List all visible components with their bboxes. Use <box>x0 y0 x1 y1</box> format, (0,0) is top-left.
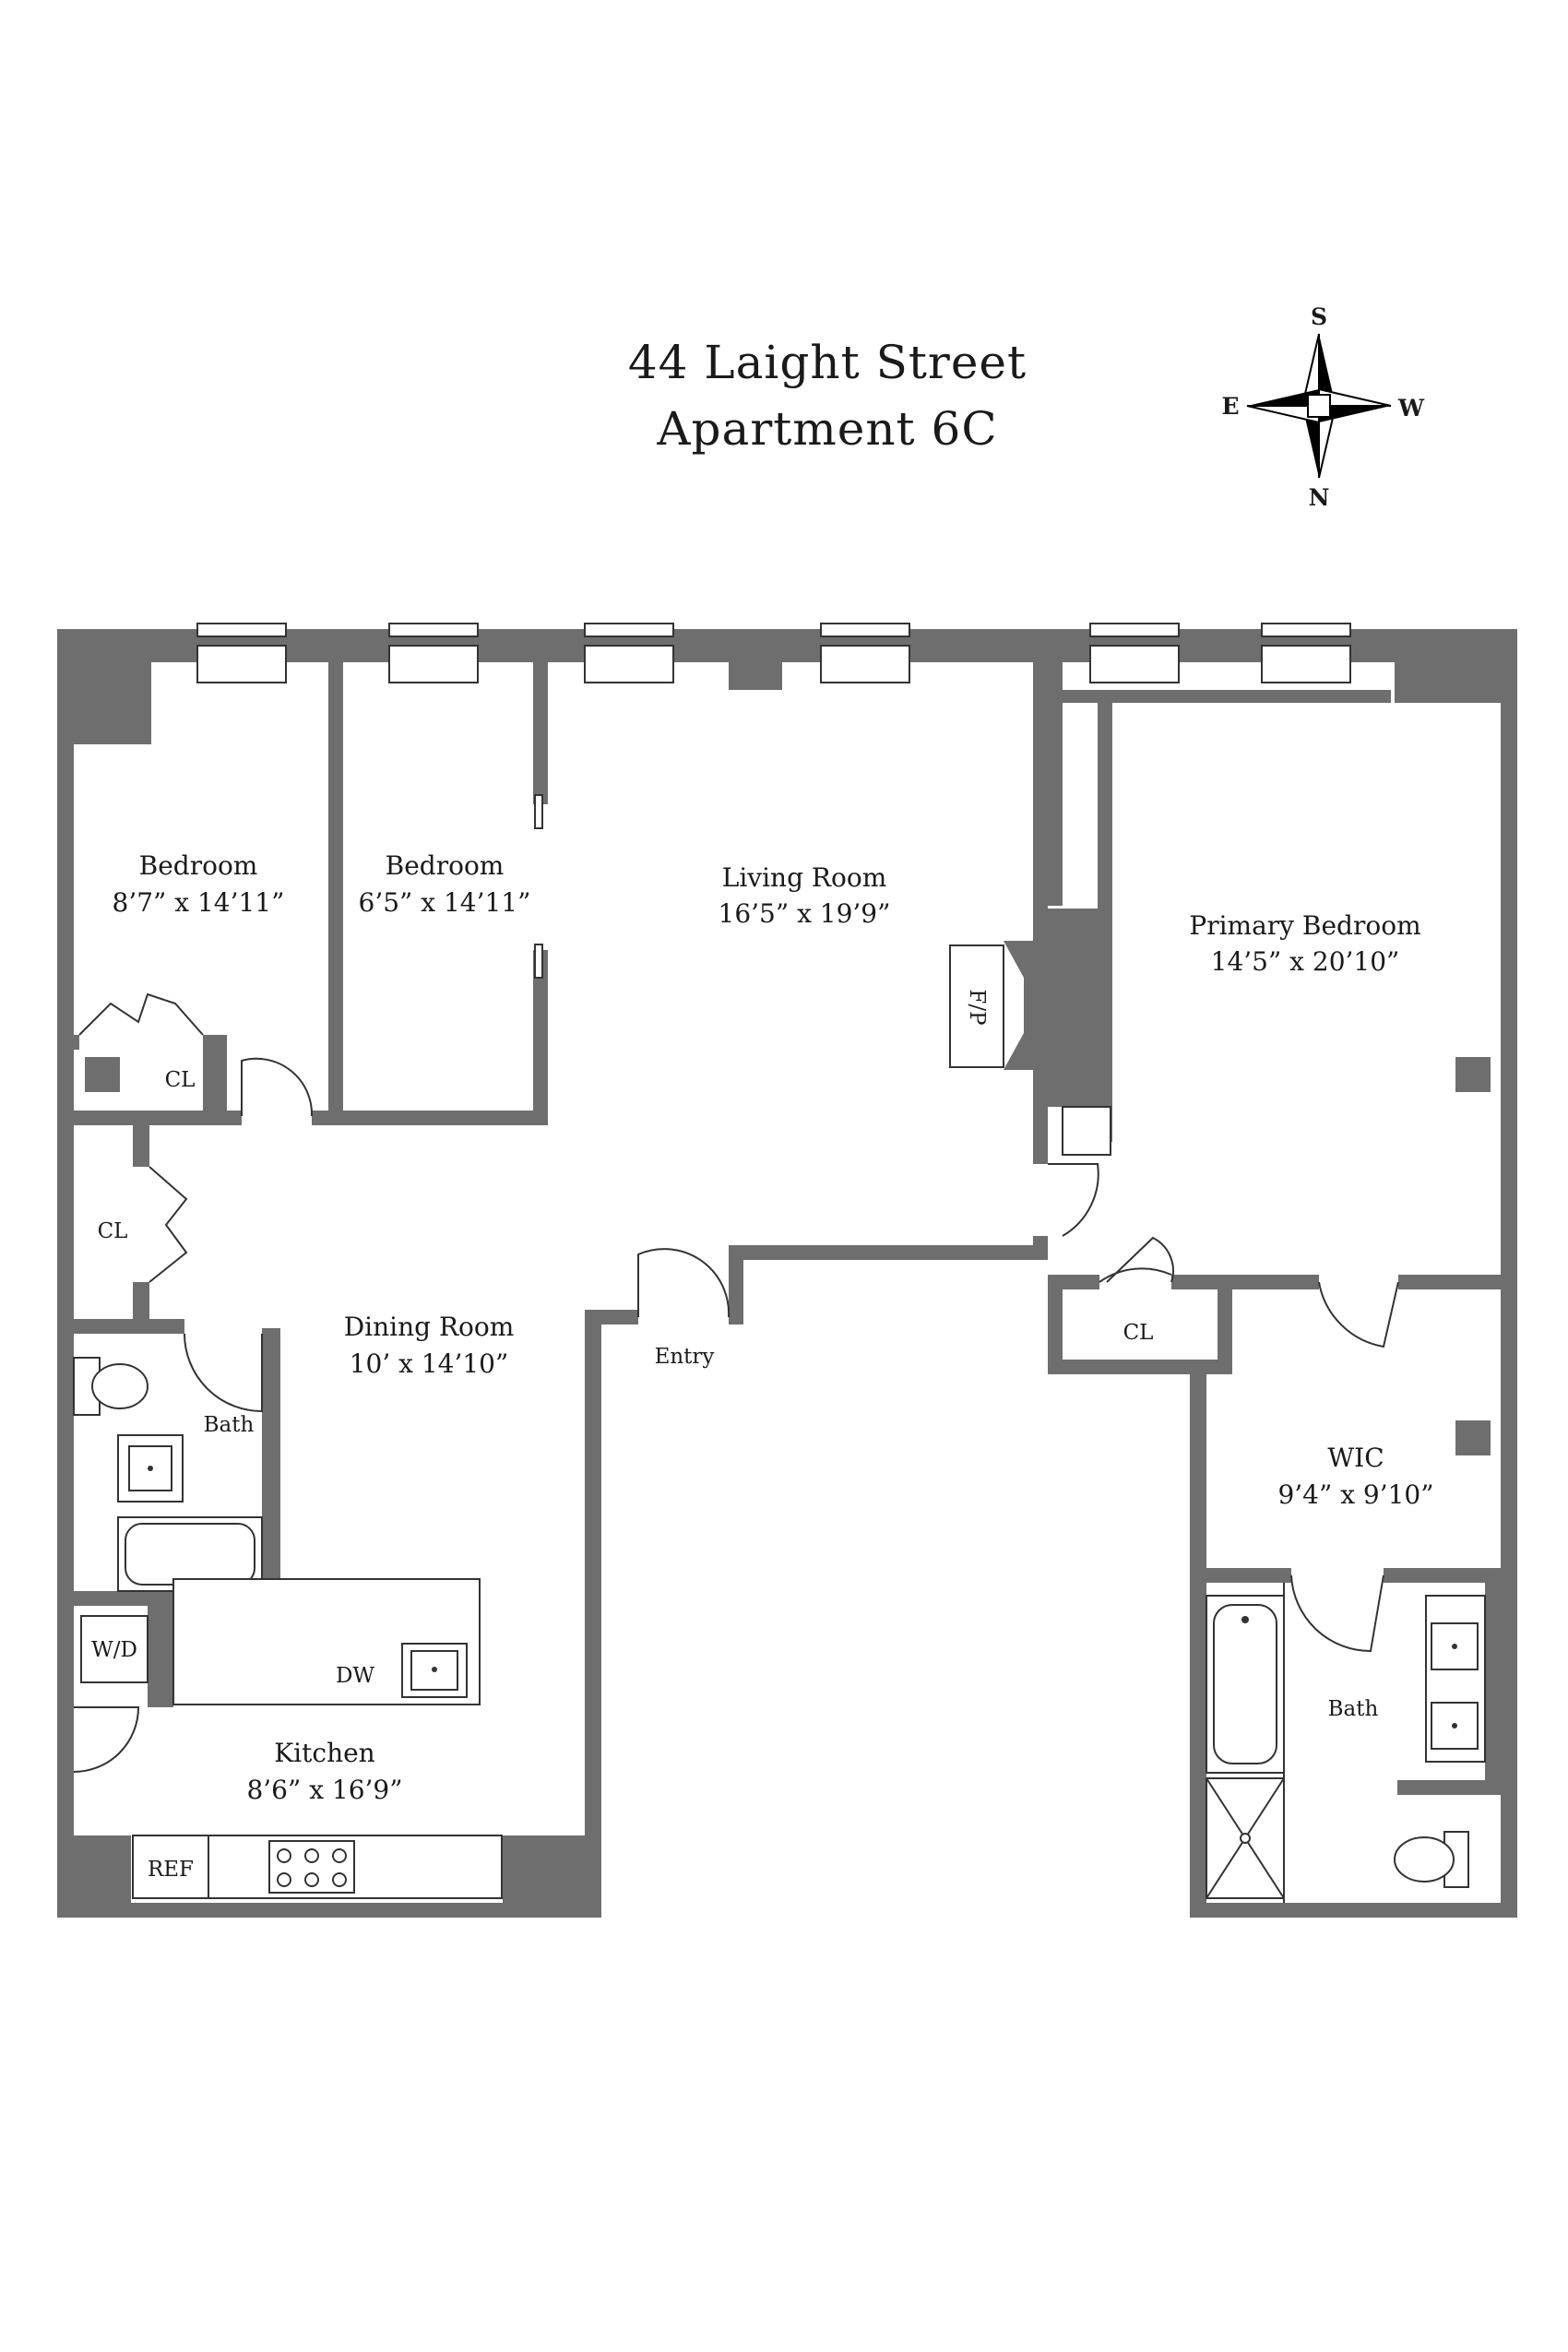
bath-label-left: Bath <box>204 1413 255 1437</box>
closet-label-primary: CL <box>1123 1321 1154 1345</box>
wic-name: WIC <box>1327 1443 1384 1473</box>
wic-size: 9’4” x 9’10” <box>1277 1479 1433 1510</box>
dining-room-name: Dining Room <box>344 1312 515 1342</box>
bedroom-2-size: 6’5” x 14’11” <box>359 887 531 918</box>
closet-label-corridor: CL <box>98 1219 128 1243</box>
walls <box>57 629 1517 1918</box>
fixtures <box>73 944 1491 1903</box>
compass-label-top: S <box>1311 303 1327 330</box>
doors <box>73 794 1399 1773</box>
compass-label-bottom: N <box>1309 484 1330 511</box>
washer-dryer-label: W/D <box>91 1638 137 1662</box>
primary-bedroom-size: 14’5” x 20’10” <box>1211 946 1400 977</box>
dishwasher-label: DW <box>336 1664 374 1688</box>
living-room-size: 16’5” x 19’9” <box>719 898 891 929</box>
compass-label-left: E <box>1221 393 1239 420</box>
title-street: 44 Laight Street <box>628 336 1027 389</box>
primary-bedroom-name: Primary Bedroom <box>1189 910 1420 941</box>
living-room-name: Living Room <box>722 862 887 893</box>
kitchen-size: 8’6” x 16’9” <box>246 1775 402 1805</box>
bedroom-2-name: Bedroom <box>386 850 505 881</box>
compass-rose-icon <box>1246 333 1392 479</box>
title-apartment: Apartment 6C <box>656 402 997 456</box>
dining-room-size: 10’ x 14’10” <box>350 1348 509 1379</box>
entry-label: Entry <box>655 1345 715 1369</box>
bath-label-primary: Bath <box>1328 1697 1379 1721</box>
fireplace-label: F/P <box>965 989 989 1025</box>
refrigerator-label: REF <box>148 1858 194 1882</box>
bedroom-1-name: Bedroom <box>139 850 258 881</box>
kitchen-name: Kitchen <box>274 1738 374 1768</box>
bedroom-1-size: 8’7” x 14’11” <box>113 887 285 918</box>
windows <box>196 623 1351 683</box>
closet-label-bedroom: CL <box>165 1068 196 1092</box>
compass-label-right: W <box>1397 395 1425 422</box>
